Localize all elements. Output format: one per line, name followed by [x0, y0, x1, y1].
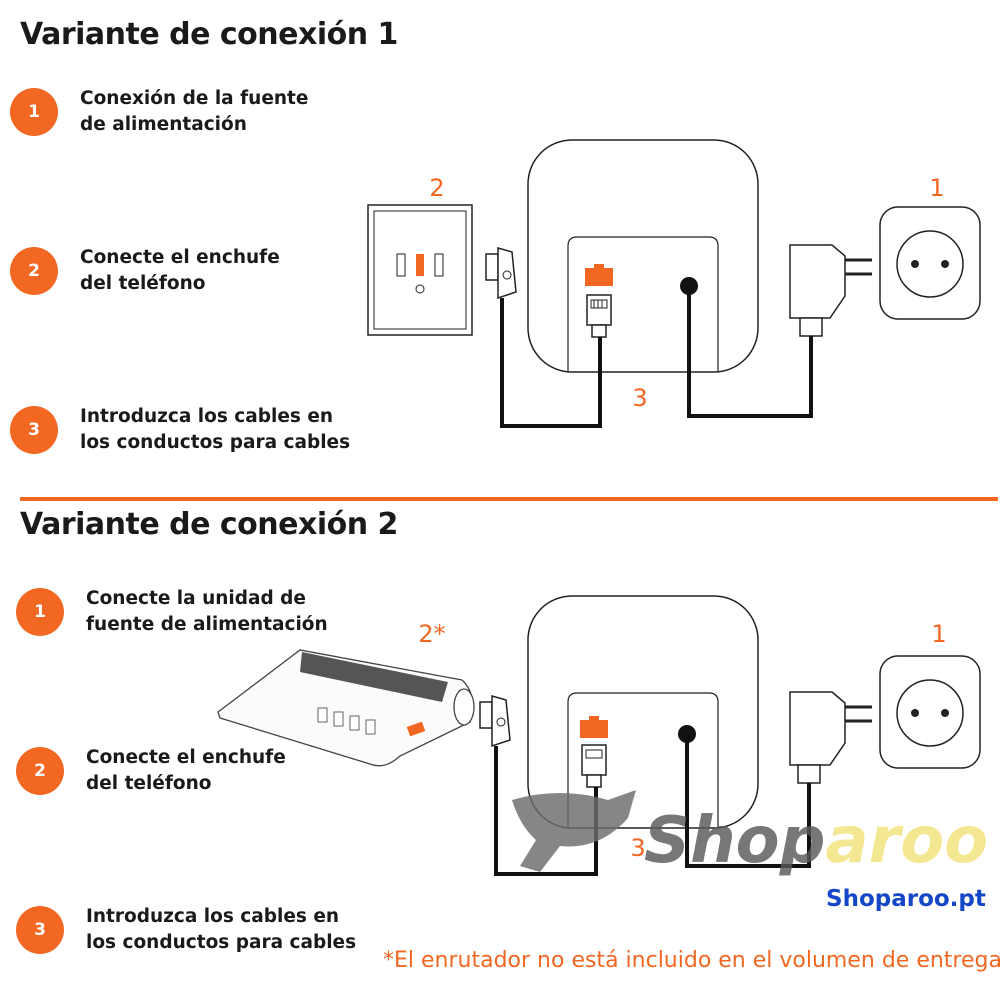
label-cable-route: 3 [632, 384, 647, 412]
svg-text:Shoparoo: Shoparoo [644, 804, 988, 878]
step-number-badge: 3 [16, 906, 64, 954]
label-wall-socket: 2 [429, 174, 444, 202]
step-number-badge: 3 [10, 406, 58, 454]
label-power-outlet: 1 [929, 174, 944, 202]
wall-phone-socket-1 [367, 204, 473, 336]
power-outlet-1 [879, 206, 981, 320]
label-router: 2* [418, 620, 445, 648]
section-divider [20, 497, 998, 501]
variant1-title: Variante de conexión 1 [20, 17, 398, 52]
watermark-text-light: aroo [825, 804, 988, 878]
phone-cable-1 [500, 298, 602, 428]
watermark-text-dark: Shop [644, 804, 825, 878]
step-text: Conexión de la fuente de alimentación [80, 88, 309, 135]
step-number-badge: 1 [16, 588, 64, 636]
power-cable-1 [687, 290, 813, 418]
brand-url: Shoparoo.pt [826, 886, 986, 912]
variant1-step-2: 2 Conecte el enchufe del teléfono [10, 245, 280, 297]
label-cable-route-2: 3 [630, 834, 645, 862]
power-adapter-1 [789, 244, 872, 337]
label-power-outlet-2: 1 [931, 620, 946, 648]
step-text: Introduzca los cables en los conductos p… [86, 906, 357, 953]
power-outlet-2 [879, 655, 981, 769]
tae-plug-1 [485, 247, 517, 300]
variant2-diagram: 2* 1 3 [217, 595, 981, 876]
variant2-title: Variante de conexión 2 [20, 507, 398, 542]
variant2-step-2: 2 Conecte el enchufe del teléfono [16, 745, 286, 797]
power-adapter-2 [789, 691, 872, 784]
variant2-step-1: 1 Conecte la unidad de fuente de aliment… [16, 586, 328, 638]
step-number-badge: 2 [16, 747, 64, 795]
phone-jack-1 [585, 264, 613, 338]
footnote: *El enrutador no está incluido en el vol… [383, 948, 1000, 973]
variant1-step-1: 1 Conexión de la fuente de alimentación [10, 86, 308, 138]
variant1-diagram: 2 1 3 [367, 139, 981, 428]
step-number-badge: 1 [10, 88, 58, 136]
step-text: Introduzca los cables en los conductos p… [80, 406, 351, 453]
base-station-2 [527, 595, 759, 829]
variant2-step-3: 3 Introduzca los cables en los conductos… [16, 904, 356, 956]
tae-plug-2 [479, 695, 511, 748]
kangaroo-logo-icon [512, 790, 636, 872]
power-cable-2 [685, 738, 811, 868]
step-text: Conecte el enchufe del teléfono [80, 247, 280, 294]
phone-jack-2 [580, 716, 608, 788]
base-station-1 [527, 139, 759, 373]
power-jack-1 [680, 277, 698, 295]
step-number-badge: 2 [10, 247, 58, 295]
router [217, 649, 475, 767]
variant1-step-3: 3 Introduzca los cables en los conductos… [10, 404, 350, 456]
step-text: Conecte la unidad de fuente de alimentac… [86, 588, 328, 635]
power-jack-2 [678, 725, 696, 743]
step-text: Conecte el enchufe del teléfono [86, 747, 286, 794]
shoparoo-watermark: Shoparoo [512, 790, 988, 878]
